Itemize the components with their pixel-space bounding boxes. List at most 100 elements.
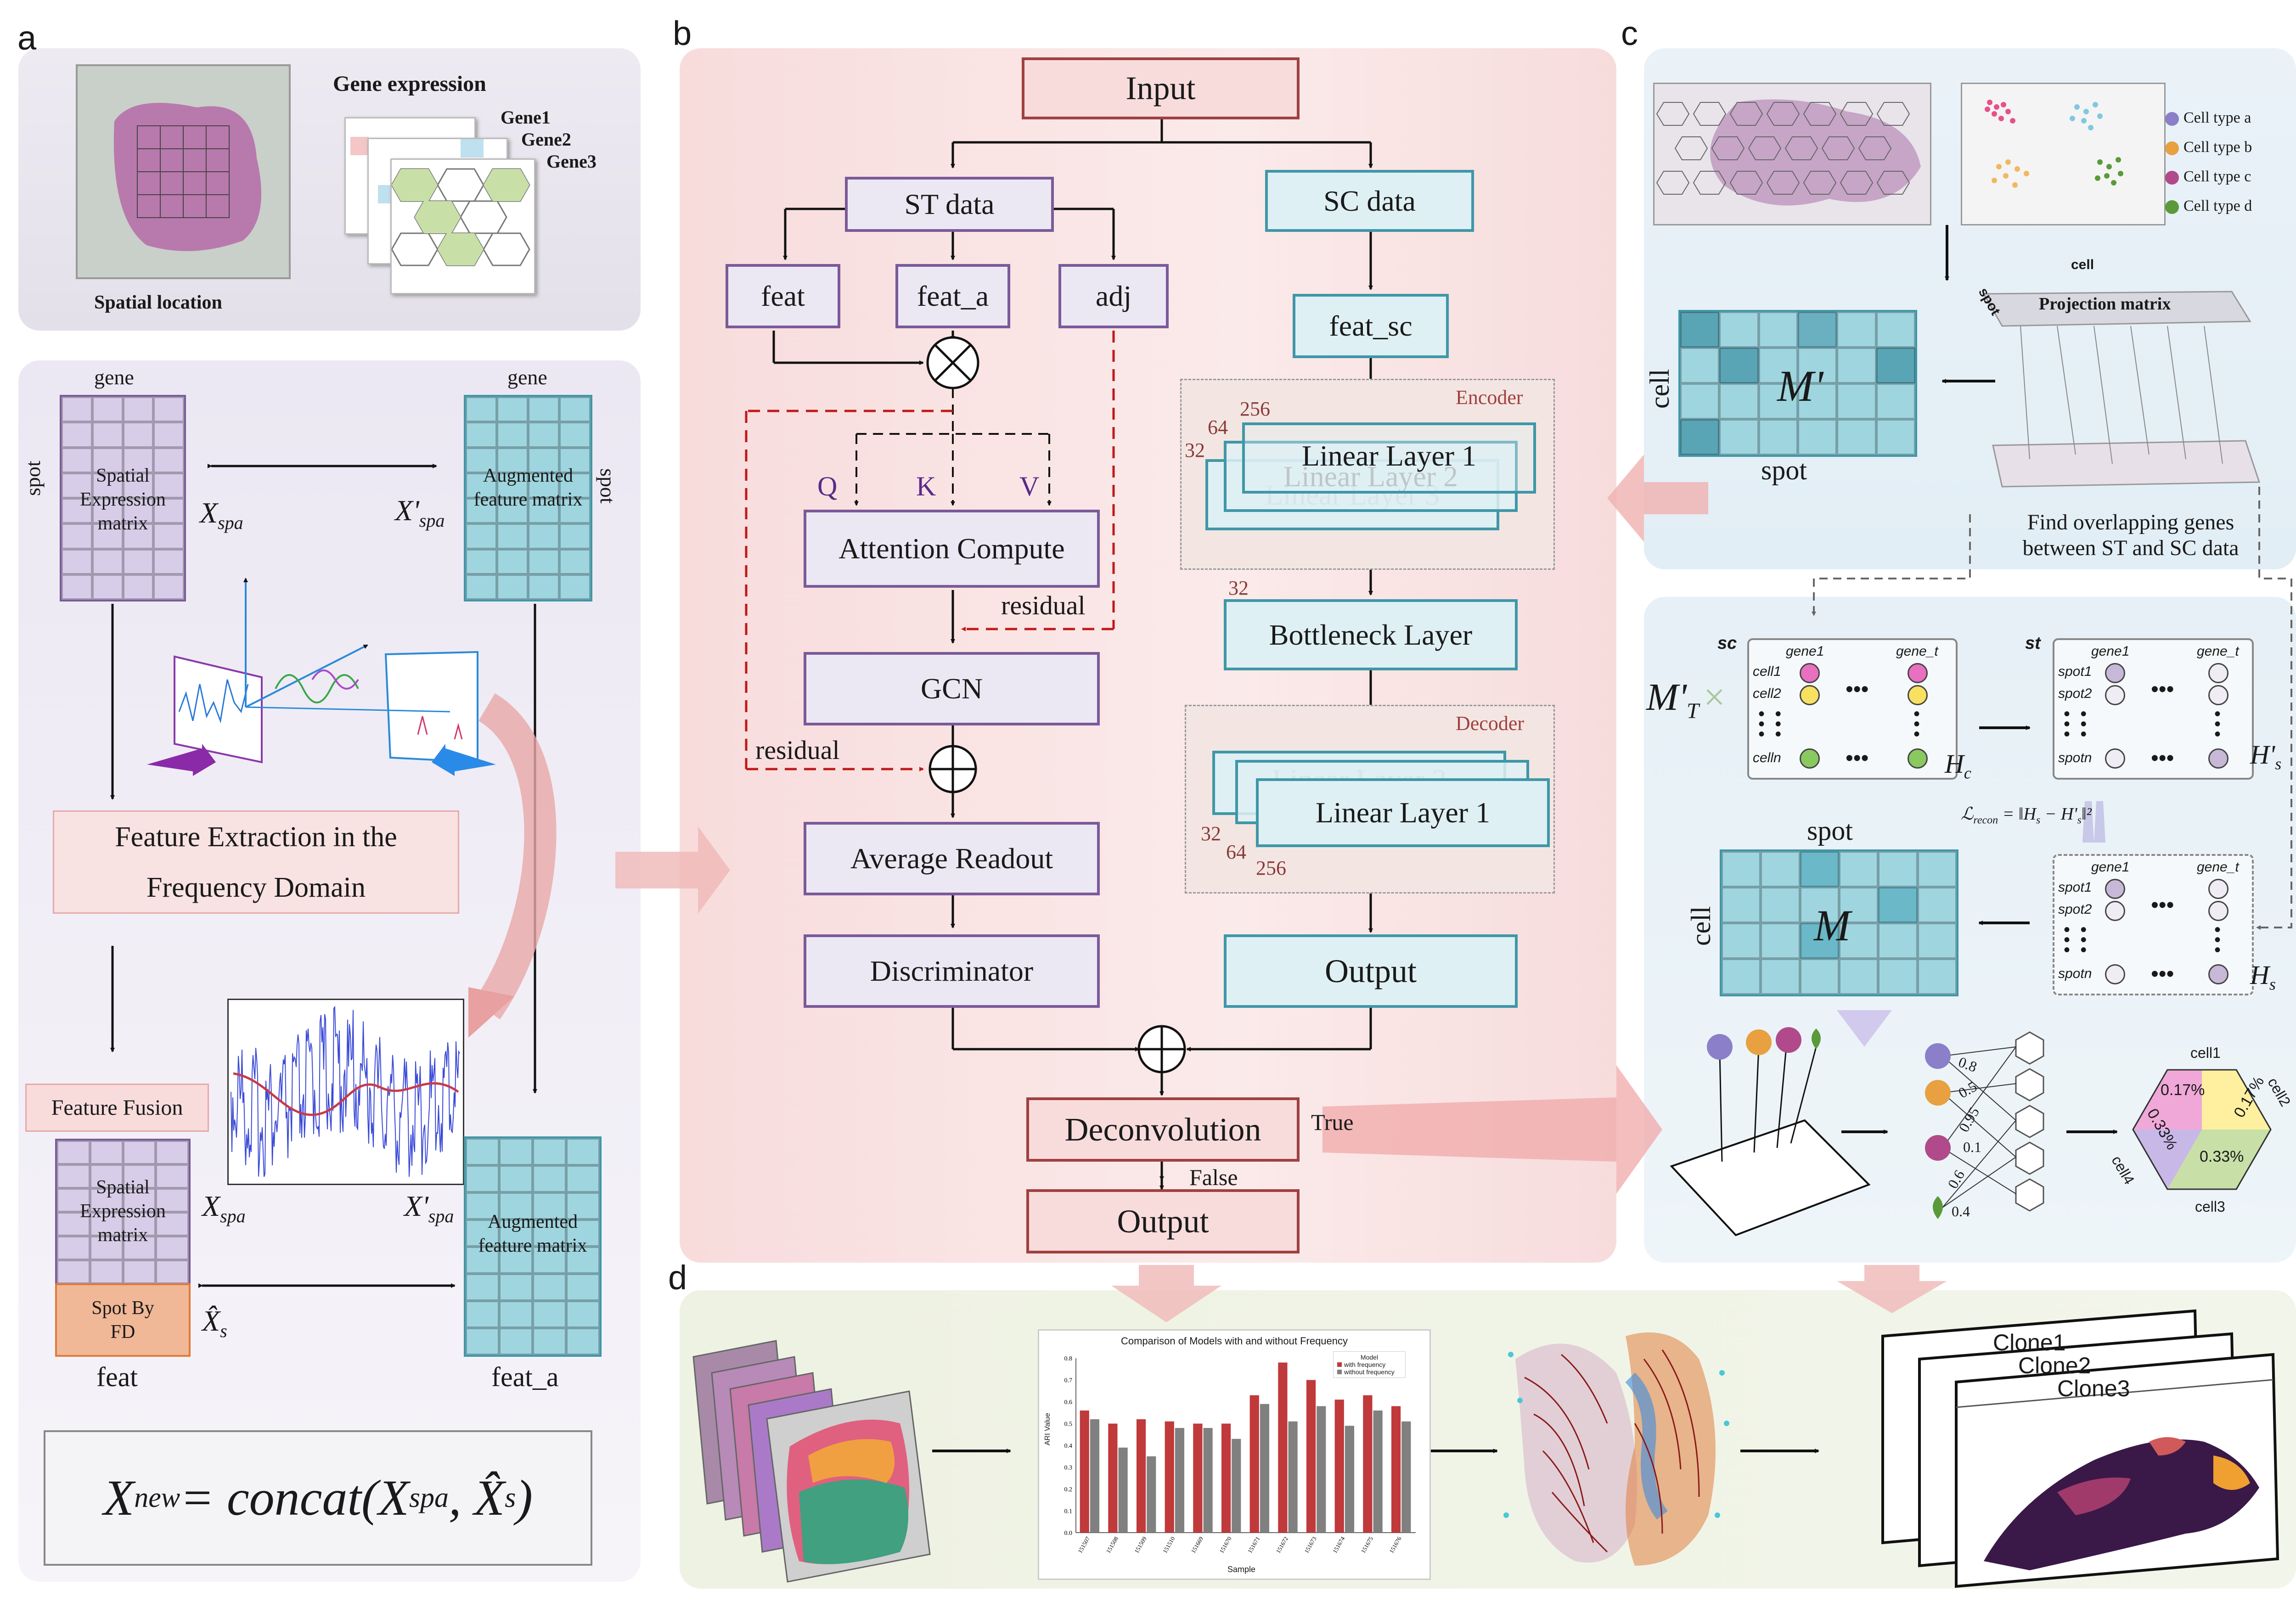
augmented-feature-matrix [464,395,592,601]
st2-spot1-label: spot1 [2058,880,2092,895]
bar-without-151673 [1317,1406,1326,1533]
c-to-d-arrow [1837,1265,1947,1313]
gene-hex-grid [391,168,530,266]
x-tick-label: 151676 [1388,1535,1403,1555]
x-tick-label: 151507 [1076,1535,1092,1555]
st-gene-t-label: gene_t [2197,644,2239,659]
bar-without-151674 [1345,1426,1355,1533]
projection-matrix-label: Projection matrix [2039,294,2171,314]
bar-with-151673 [1306,1380,1316,1533]
spatial-location-label: Spatial location [94,292,222,313]
gene-layer-3 [390,158,535,294]
spatial-matrix-label: Spatial Expression matrix [80,465,166,534]
b-to-d-arrow [1111,1265,1221,1322]
clone2-label: Clone2 [2018,1353,2091,1378]
y-tick-label: 0.2 [1064,1486,1073,1493]
cell-proportion-hexagon [2132,1069,2272,1190]
bar-with-151670 [1221,1423,1231,1533]
st-gene1-label: gene1 [2091,644,2130,659]
hex-cell1-label: cell1 [2190,1045,2221,1061]
tissue-hex-image [1653,83,1931,225]
enc-dim-32: 32 [1185,439,1205,461]
m-matrix [1720,849,1958,996]
enc-dim-256: 256 [1240,398,1270,420]
bar-without-151672 [1288,1421,1298,1533]
bar-without-151671 [1260,1404,1270,1533]
tissue-slice-stack [692,1340,931,1583]
x-tick-label: 151669 [1190,1535,1204,1554]
x-tick-label: 151675 [1360,1535,1374,1554]
m-t-label: M'T× [1646,676,1726,723]
x-tick-label: 151508 [1105,1535,1120,1554]
b-to-c-arrow [1322,1065,1662,1194]
y-tick-label: 0.1 [1064,1508,1073,1515]
feat-label: feat [96,1362,138,1392]
bar-without-151508 [1118,1447,1128,1533]
bottleneck-layer-box: Bottleneck Layer [1224,599,1518,670]
st-matrix-card: gene1 gene_t spot1 spot2 spotn ••• ••• •… [2053,638,2254,780]
tissue-slide [76,64,291,279]
gene2-label: Gene2 [521,129,571,150]
hex-cell3-label: cell3 [2195,1198,2225,1215]
tissue-hex-overlay [1656,99,1921,206]
signal-line [231,1006,460,1177]
x-prime-spa-label: X'spa [395,494,445,531]
linear-layer-1-dec: Linear Layer 1 [1256,778,1550,847]
gene-expression-title: Gene expression [333,72,486,96]
residual-label-2: residual [755,735,840,765]
cell-type-b: Cell type b [2165,133,2252,162]
residual-label-1: residual [1001,590,1086,620]
bar-chart-card: Comparison of Models with and without Fr… [1038,1329,1431,1580]
st-spot1-label: spot1 [2058,664,2092,679]
adj-box: adj [1058,264,1169,328]
enc-dim-64: 64 [1208,416,1228,438]
true-label: True [1311,1109,1354,1135]
spot-by-fd-box: Spot By FD [55,1283,191,1357]
legend-title: Model [1360,1354,1379,1361]
bar-with-151676 [1391,1406,1401,1533]
k-label: K [916,471,936,501]
output-box: Output [1026,1189,1300,1253]
q-label: Q [817,471,838,501]
average-readout-box: Average Readout [804,822,1100,895]
a-to-b-arrow [615,826,730,914]
st2-gene-t-label: gene_t [2197,860,2239,875]
discriminator-box: Discriminator [804,934,1100,1008]
spatial-matrix-label-2: Spatial Expression matrix [80,1177,166,1246]
clone1-label: Clone1 [1993,1330,2066,1355]
x-tick-label: 151670 [1218,1535,1232,1554]
y-tick-label: 0.5 [1064,1421,1073,1428]
x-tick-label: 151510 [1161,1535,1176,1554]
panel-label-c: c [1621,14,1638,52]
cluster-dots [1985,100,2123,188]
find-overlap-label: Find overlapping genes between ST and SC… [2022,510,2239,560]
y-tick-label: 0.7 [1064,1377,1073,1384]
spatial-expression-matrix [60,395,186,601]
attention-compute-box: Attention Compute [804,510,1100,588]
gene1-label: Gene1 [501,107,551,128]
bar-with-151671 [1249,1395,1259,1533]
bar-chart-title: Comparison of Models with and without Fr… [1120,1335,1348,1347]
encoder-label: Encoder [1456,386,1523,409]
augmented-feature-matrix-2 [464,1136,602,1357]
decoder-label: Decoder [1456,712,1525,735]
augmented-matrix-label-2: Augmented feature matrix [478,1211,587,1256]
hex-pct-1: 0.17% [2161,1081,2205,1099]
gene3-label: Gene3 [546,151,597,172]
input-box: Input [1022,57,1300,119]
x-spa-label-2: Xspa [202,1190,246,1226]
cell-type-legend: Cell type a Cell type b Cell type c Cell… [2165,103,2252,221]
clone3-label: Clone3 [2057,1376,2130,1401]
cell-type-scatter [1961,83,2166,225]
spot-label-1: spot [1761,455,1807,485]
bar-chart-xlabel: Sample [1227,1565,1256,1574]
cell-type-a: Cell type a [2165,103,2252,133]
bar-with-151507 [1080,1411,1089,1533]
tissue-hex-grid [113,103,261,251]
feat-a-box: feat_a [895,264,1010,328]
bar-with-151669 [1193,1423,1203,1533]
feat-sc-box: feat_sc [1293,294,1449,358]
